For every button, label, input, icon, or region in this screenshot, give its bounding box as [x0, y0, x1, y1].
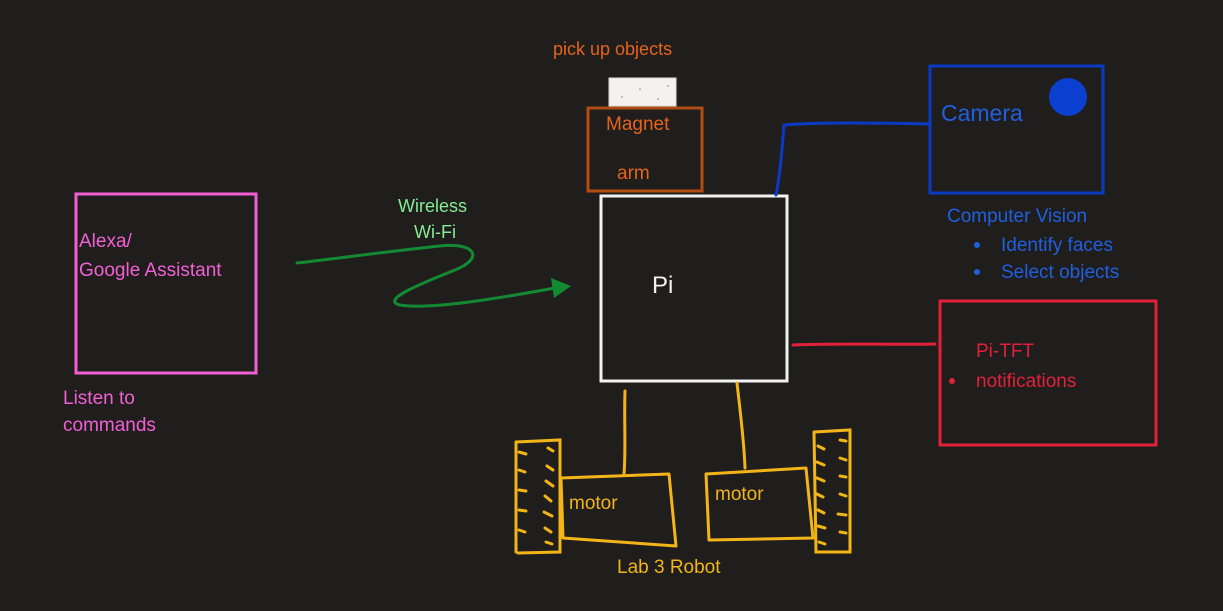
- robot-label: Lab 3 Robot: [617, 557, 721, 578]
- cv-item-select-objects: Select objects: [949, 259, 1119, 286]
- camera-lens-icon: [1049, 78, 1087, 116]
- pickup-label: pick up objects: [553, 39, 673, 59]
- listen-label-line2: commands: [63, 415, 156, 436]
- picked-object: [608, 77, 677, 107]
- left-motor-box: [559, 472, 678, 548]
- pitft-list: notifications: [924, 368, 1076, 395]
- wifi-link-arrowhead: [551, 278, 571, 298]
- computer-vision-label: Computer Vision: [947, 206, 1088, 227]
- camera-box: [928, 64, 1105, 195]
- camera-label: Camera: [941, 100, 1023, 126]
- right-motor-label: motor: [715, 484, 764, 505]
- magnet-arm-box: [586, 106, 704, 193]
- pi-label: Pi: [652, 272, 674, 299]
- right-motor-box: [704, 466, 815, 542]
- pitft-box: [938, 299, 1158, 447]
- right-motor-wire: [735, 381, 747, 470]
- camera-link-line: [774, 121, 932, 197]
- magnet-label: Magnet: [606, 114, 670, 135]
- left-wheel: [514, 438, 562, 555]
- wireless-label: Wireless: [398, 196, 468, 216]
- arm-label: arm: [617, 163, 650, 184]
- alexa-box: [74, 192, 258, 375]
- listen-label-line1: Listen to: [63, 388, 135, 409]
- wifi-link-line: [295, 243, 557, 308]
- right-wheel: [812, 428, 852, 554]
- pi-box: [599, 194, 789, 383]
- pitft-item-notifications: notifications: [924, 368, 1076, 395]
- pitft-label: Pi-TFT: [976, 341, 1035, 362]
- cv-item-identify-faces: Identify faces: [949, 232, 1119, 259]
- tft-link-line: [791, 342, 937, 347]
- alexa-label-line2: Google Assistant: [79, 260, 222, 281]
- left-motor-label: motor: [569, 493, 618, 514]
- computer-vision-list: Identify faces Select objects: [949, 232, 1119, 286]
- alexa-label-line1: Alexa/: [79, 231, 132, 252]
- wifi-label: Wi-Fi: [414, 222, 456, 242]
- left-motor-wire: [622, 389, 627, 476]
